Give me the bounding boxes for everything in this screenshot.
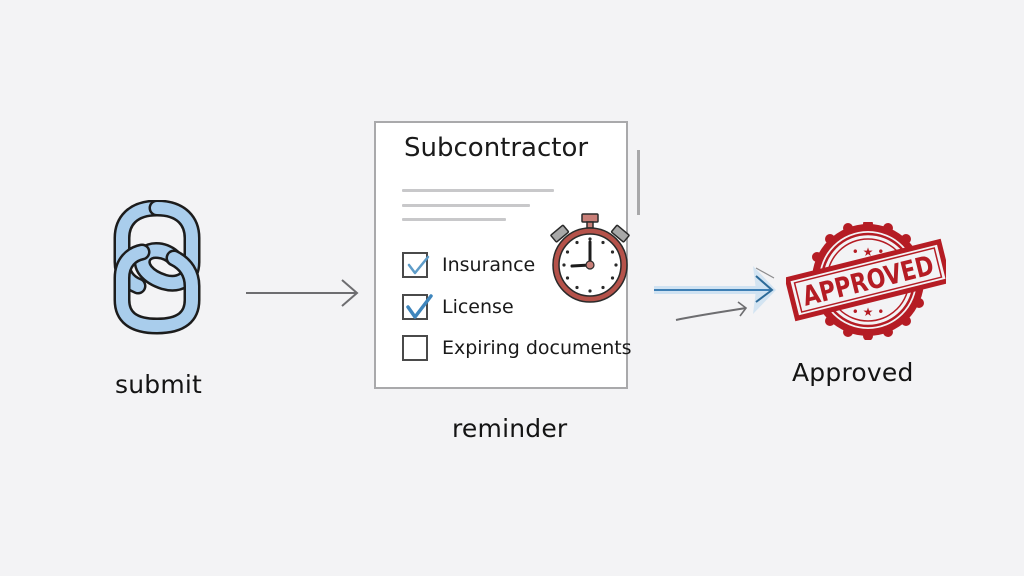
text-line-placeholder bbox=[402, 189, 554, 192]
document-edge-line bbox=[637, 150, 640, 215]
chain-link-icon bbox=[112, 199, 202, 335]
checklist-item-insurance: Insurance bbox=[402, 252, 535, 278]
arrow-right-blue-icon bbox=[650, 258, 780, 326]
step-label-approved: Approved bbox=[792, 358, 914, 387]
checkmark-icon bbox=[407, 255, 430, 275]
approved-stamp-icon: • ★ • • ★ • APPROVED bbox=[784, 219, 952, 341]
checklist-label: License bbox=[442, 296, 514, 318]
step-label-reminder: reminder bbox=[452, 414, 568, 443]
subcontractor-document-card: Subcontractor Insurance License Expiring… bbox=[374, 121, 632, 389]
text-line-placeholder bbox=[402, 218, 506, 221]
checklist-label: Expiring documents bbox=[442, 337, 632, 359]
text-line-placeholder bbox=[402, 204, 530, 207]
checklist-label: Insurance bbox=[442, 254, 536, 276]
checklist-item-expiring-documents: Expiring documents bbox=[402, 335, 632, 361]
checkbox-expiring-documents[interactable] bbox=[402, 335, 428, 361]
step-label-submit: submit bbox=[115, 370, 203, 399]
checkbox-license[interactable] bbox=[402, 294, 433, 320]
checkbox-insurance[interactable] bbox=[402, 252, 430, 278]
svg-text:• ★ •: • ★ • bbox=[852, 305, 885, 319]
checklist-item-license: License bbox=[402, 294, 514, 320]
arrow-right-icon bbox=[244, 278, 362, 308]
document-title: Subcontractor bbox=[404, 133, 589, 163]
stopwatch-icon bbox=[548, 212, 632, 304]
checkmark-icon bbox=[406, 294, 433, 319]
